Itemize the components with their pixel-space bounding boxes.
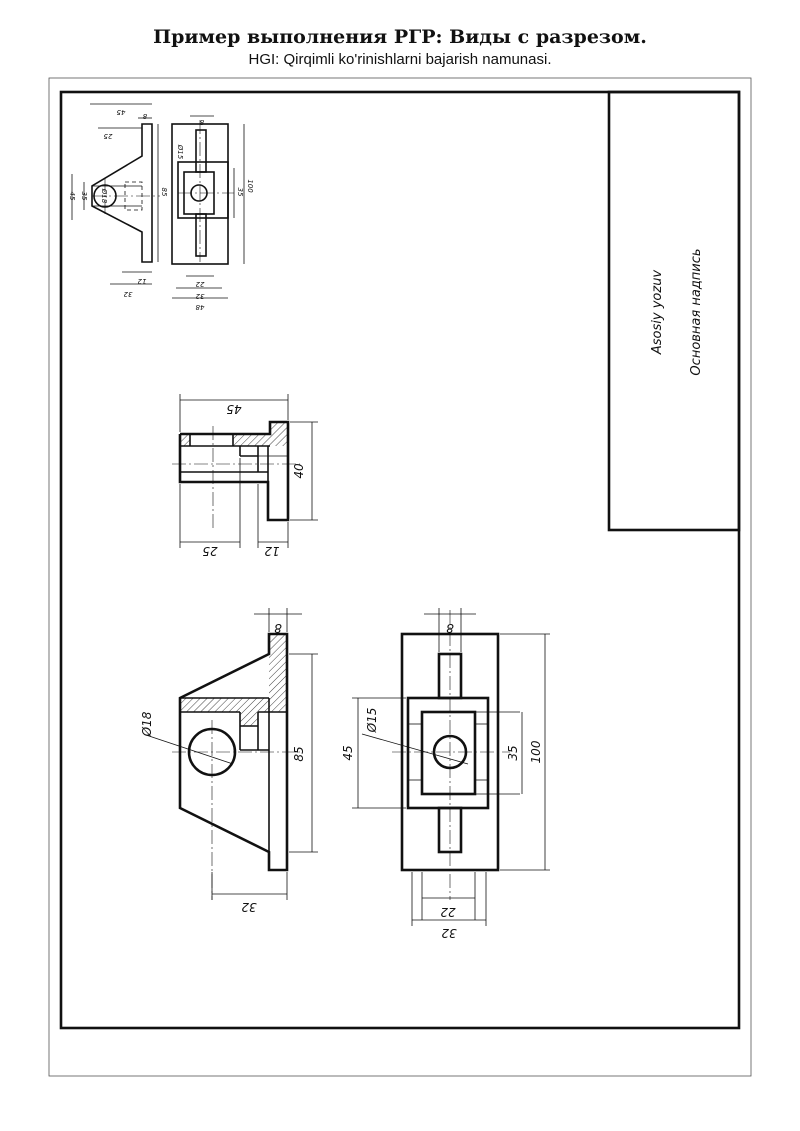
dim-45-top: 45 [226, 402, 241, 416]
title-block-line2: Основная надпись [689, 248, 704, 375]
dim-40-top: 40 [292, 463, 306, 479]
thumb-dim-8-b: 8 [199, 118, 204, 126]
thumb-dim-d15: Ø15 [176, 144, 184, 160]
thumb-dim-35-v: 35 [80, 192, 88, 201]
thumbnail-drawing: 45 25 8 45 35 85 Ø18 32 12 100 [68, 103, 254, 311]
dim-100: 100 [529, 740, 543, 763]
thumb-dim-25: 25 [103, 132, 112, 140]
dim-35-side: 35 [506, 745, 520, 760]
dim-22: 22 [440, 905, 455, 919]
dim-25-top: 25 [202, 544, 217, 558]
dim-85: 85 [292, 746, 306, 761]
sheet-outer-border [48, 77, 752, 1077]
thumb-dim-32-b: 32 [195, 292, 204, 300]
title-block: Asosiy yozuv Основная надпись [607, 90, 741, 532]
drawing-frame [59, 90, 741, 1030]
front-view: Ø18 8 85 32 [140, 608, 318, 914]
page-title: Пример выполнения РГР: Виды с разрезом. [153, 26, 647, 48]
top-view: 45 40 25 12 [172, 394, 318, 558]
page-subtitle: HGI: Qirqimli ko'rinishlarni bajarish na… [248, 51, 552, 68]
thumb-dim-12: 12 [137, 277, 146, 285]
dim-8-front: 8 [274, 621, 282, 635]
thumbnail-front-view: 100 35 Ø15 8 22 32 48 [171, 115, 254, 311]
thumb-dim-48: 48 [195, 303, 204, 311]
title-block-line1: Asosiy yozuv [650, 270, 665, 356]
thumb-dim-45-v: 45 [68, 192, 76, 201]
dim-12-top: 12 [264, 544, 279, 558]
dim-d18: Ø18 [140, 711, 154, 737]
thumb-dim-45: 45 [116, 108, 125, 116]
dim-d15: Ø15 [365, 708, 379, 734]
dim-8-side: 8 [446, 621, 454, 635]
thumb-dim-85: 85 [160, 188, 168, 197]
thumb-dim-22: 22 [195, 280, 204, 288]
side-view: Ø15 8 45 35 100 22 32 [341, 608, 550, 940]
thumb-dim-8: 8 [142, 112, 147, 120]
thumb-dim-35-b: 35 [236, 188, 244, 197]
thumb-dim-32: 32 [123, 290, 132, 298]
dim-32-front: 32 [241, 900, 256, 914]
thumbnail-side-view: 45 25 8 45 35 85 Ø18 32 12 [68, 103, 168, 298]
thumb-dim-d18: Ø18 [100, 188, 108, 204]
thumb-dim-100: 100 [246, 179, 254, 193]
dim-32-side: 32 [441, 926, 456, 940]
dim-45-side: 45 [341, 745, 355, 760]
